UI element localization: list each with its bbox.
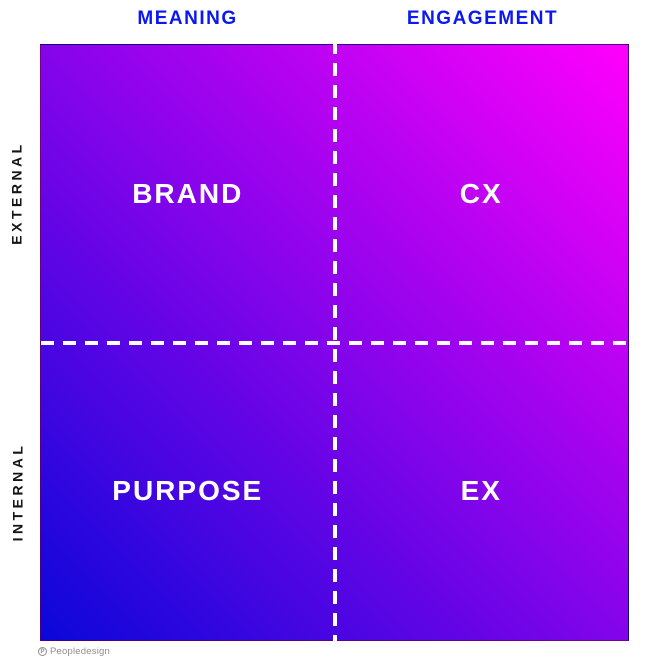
axis-label-meaning: MEANING	[137, 8, 238, 29]
axis-label-internal: INTERNAL	[9, 442, 25, 542]
quadrant-label-brand: BRAND	[132, 177, 244, 209]
horizontal-divider-dashed-line	[41, 340, 628, 345]
top-axis-cell-meaning: MEANING	[40, 0, 335, 38]
peopledesign-logo-icon: P	[38, 647, 47, 656]
quadrant-top-left: BRAND	[41, 45, 335, 343]
quadrant-matrix: BRAND CX PURPOSE EX	[40, 41, 629, 643]
quadrant-label-purpose: PURPOSE	[112, 475, 264, 507]
quadrant-label-ex: EX	[460, 475, 502, 507]
quadrant-top-right: CX	[335, 45, 629, 343]
top-axis-cell-engagement: ENGAGEMENT	[335, 0, 630, 38]
axis-label-external: EXTERNAL	[9, 141, 26, 245]
side-axis-cell-external: EXTERNAL	[0, 44, 34, 343]
side-axis: EXTERNAL INTERNAL	[0, 44, 34, 641]
quadrant-grid: BRAND CX PURPOSE EX	[41, 45, 628, 640]
quadrant-bottom-left: PURPOSE	[41, 343, 335, 641]
quadrant-label-cx: CX	[459, 177, 503, 209]
watermark: P Peopledesign	[38, 646, 110, 657]
watermark-text: Peopledesign	[50, 646, 110, 657]
axis-label-engagement: ENGAGEMENT	[406, 8, 559, 29]
quadrant-bottom-right: EX	[335, 343, 629, 641]
side-axis-cell-internal: INTERNAL	[0, 343, 34, 642]
top-axis: MEANING ENGAGEMENT	[40, 0, 630, 38]
